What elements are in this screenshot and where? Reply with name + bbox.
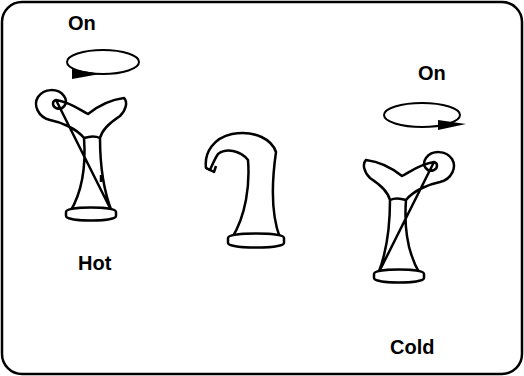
arrow-head <box>72 69 100 79</box>
hot-handle <box>36 90 126 220</box>
label-text: Cold <box>390 336 434 358</box>
label-text: On <box>68 12 96 34</box>
cold-handle <box>364 152 454 282</box>
arrow-head <box>438 120 466 130</box>
rotation-arrow <box>67 50 460 127</box>
spout <box>206 133 284 247</box>
label-text: Hot <box>78 252 111 274</box>
label-text: On <box>418 62 446 84</box>
